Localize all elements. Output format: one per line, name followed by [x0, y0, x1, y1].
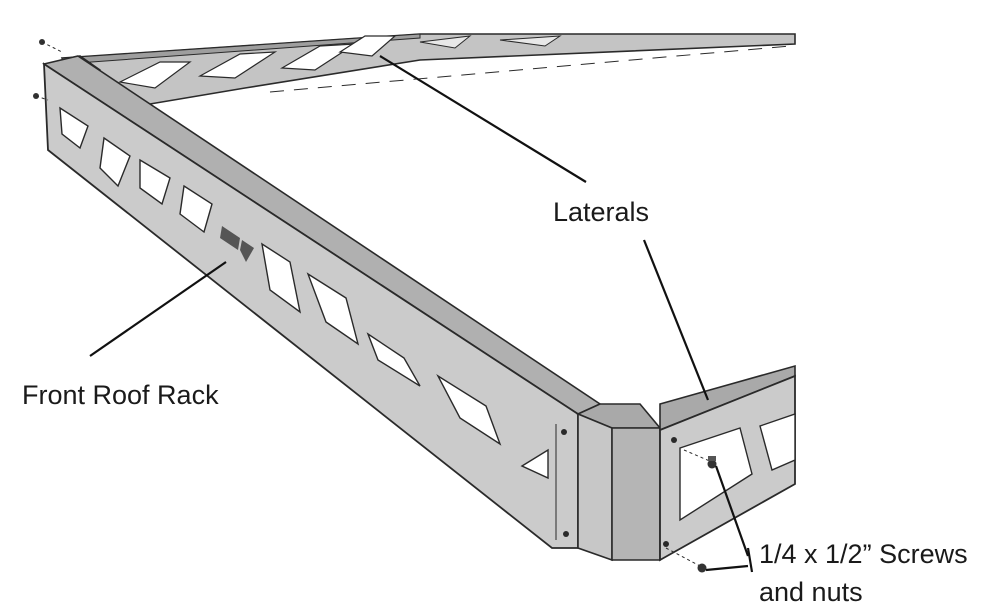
screws-label-line-2: and nuts — [759, 577, 863, 607]
screws-leader-2 — [705, 564, 749, 572]
laterals-label: Laterals — [553, 197, 650, 227]
back-lateral-rail — [60, 33, 796, 105]
right-lateral-rail — [659, 364, 796, 562]
front-roof-rack-bar — [42, 55, 602, 549]
laterals-leader-bottom — [642, 239, 710, 401]
front-rack-leader — [89, 261, 227, 357]
screws-label-line-1: 1/4 x 1/2” Screws — [759, 539, 968, 569]
screws-bracket — [746, 547, 754, 573]
screw-hardware — [33, 39, 717, 573]
front-roof-rack-label: Front Roof Rack — [22, 380, 219, 410]
corner-connector — [575, 403, 662, 562]
brand-logo-mark — [220, 226, 254, 262]
laterals-leader-top — [379, 55, 587, 183]
screws-leader-1 — [714, 465, 750, 557]
leader-lines — [89, 55, 754, 573]
